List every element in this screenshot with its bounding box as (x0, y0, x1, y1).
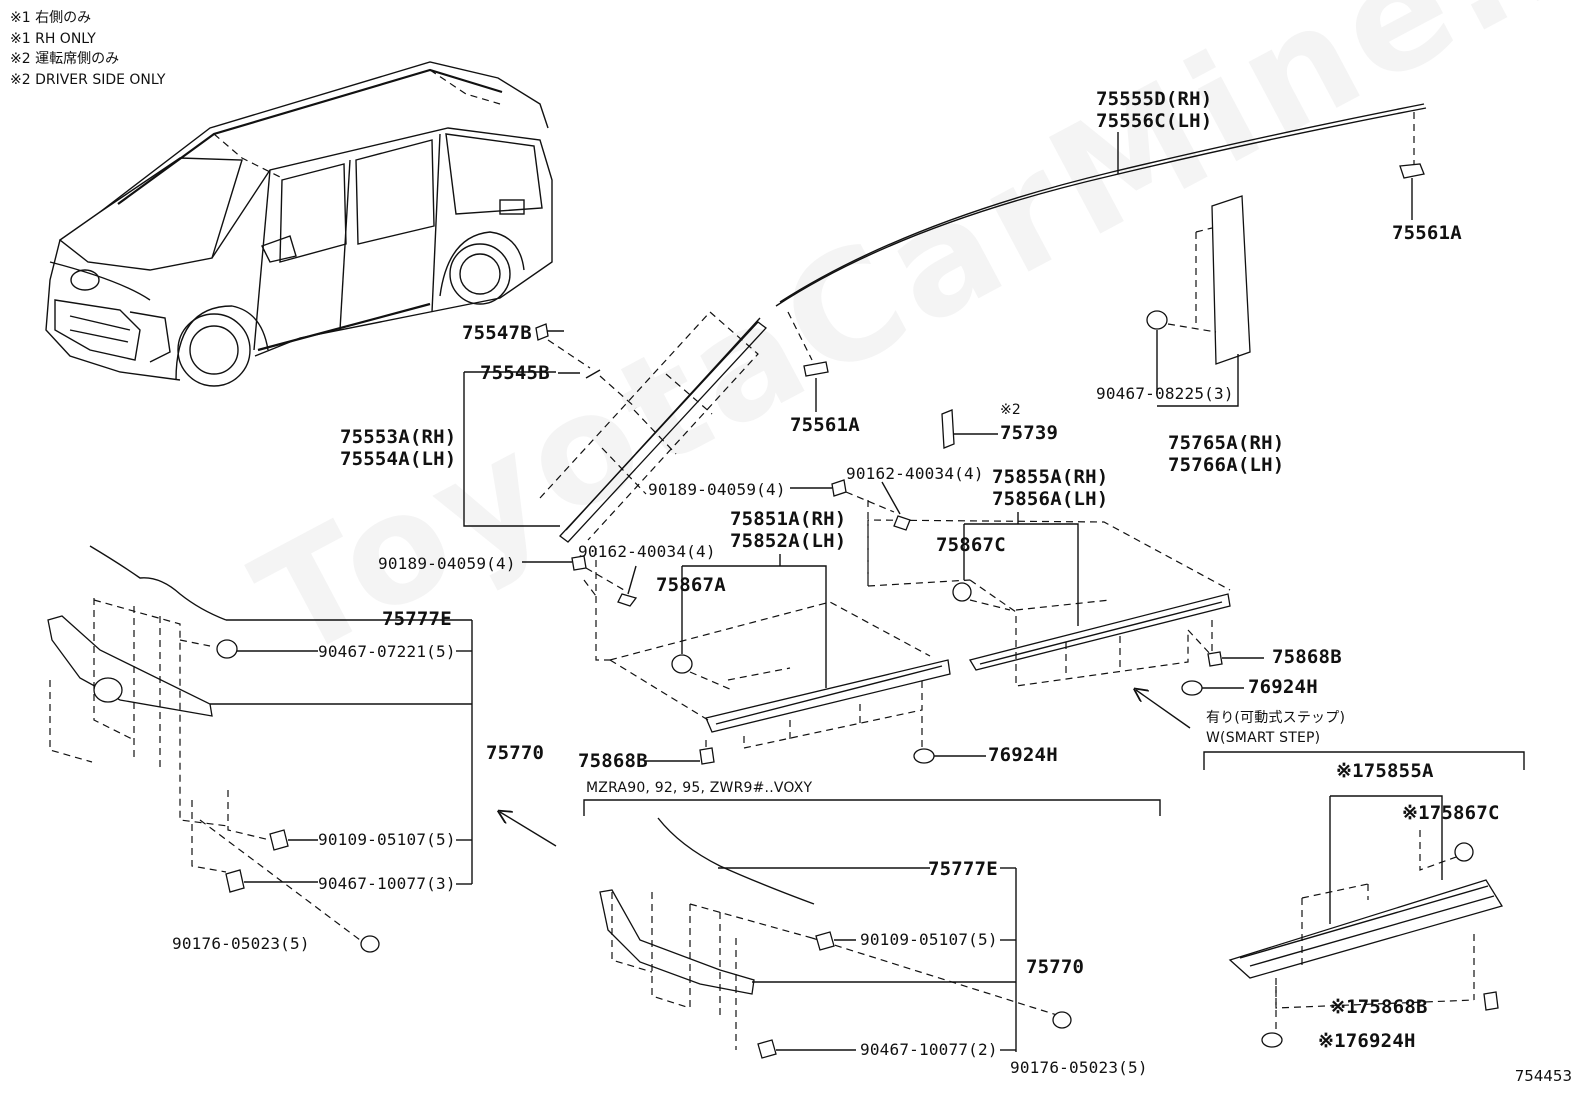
label-grille-10077[interactable]: 90467-10077(3) (318, 874, 456, 893)
windshield-moulding (463, 311, 767, 543)
label-75739[interactable]: 75739 (1000, 422, 1059, 444)
label-clip-76924h-left[interactable]: 76924H (988, 744, 1058, 766)
label-nut-04059-a[interactable]: 90189-04059(4) (648, 480, 786, 499)
label-voxy-75777e[interactable]: 75777E (928, 858, 998, 880)
label-windshield-moulding-rh[interactable]: 75553A(RH) (340, 426, 457, 448)
label-bolt-08225[interactable]: 90467-08225(3) (1096, 384, 1234, 403)
clips-screws-middle (522, 479, 911, 607)
label-smart-step-75855a[interactable]: ※175855A (1336, 760, 1434, 782)
label-voxy-75770[interactable]: 75770 (1026, 956, 1085, 978)
label-roof-moulding-rh[interactable]: 75555D(RH) (1096, 88, 1213, 110)
label-rocker-moulding-rh-left[interactable]: 75851A(RH) (730, 508, 847, 530)
label-rocker-moulding-lh-left[interactable]: 75852A(LH) (730, 530, 847, 552)
label-75545b[interactable]: 75545B (480, 362, 550, 384)
label-voxy-05023[interactable]: 90176-05023(5) (1010, 1058, 1148, 1077)
label-smart-step-76924h[interactable]: ※176924H (1318, 1030, 1416, 1052)
label-grille-75770[interactable]: 75770 (486, 742, 545, 764)
label-smart-step-en: W(SMART STEP) (1206, 730, 1321, 746)
voxy-variant-assembly (583, 799, 1161, 1059)
rocker-moulding-left (595, 548, 986, 765)
label-smart-step-75868b[interactable]: ※175868B (1330, 996, 1428, 1018)
label-clip-76924h-right[interactable]: 76924H (1248, 676, 1318, 698)
rocker-moulding-right (867, 512, 1264, 696)
label-nut-04059-b[interactable]: 90189-04059(4) (378, 554, 516, 573)
label-clip-75867a[interactable]: 75867A (656, 574, 726, 596)
label-smart-step-jp: 有り(可動式ステップ) (1206, 710, 1346, 726)
label-note2-mark: ※2 (1000, 402, 1022, 418)
label-75547b[interactable]: 75547B (462, 322, 532, 344)
label-grille-05023[interactable]: 90176-05023(5) (172, 934, 310, 953)
label-clip-75868b-left[interactable]: 75868B (578, 750, 648, 772)
label-clip-75561a-top[interactable]: 75561A (1392, 222, 1462, 244)
label-windshield-moulding-lh[interactable]: 75554A(LH) (340, 448, 457, 470)
note-rh-only-jp: ※1 右側のみ (10, 10, 92, 26)
illustration-reference-number: 754453 (1514, 1067, 1572, 1085)
label-voxy-variant: MZRA90, 92, 95, ZWR9#..VOXY (586, 780, 813, 796)
pillar-garnish (1146, 195, 1251, 407)
note-driver-side-jp: ※2 運転席側のみ (10, 51, 120, 67)
label-rocker-moulding-lh-right[interactable]: 75856A(LH) (992, 488, 1109, 510)
label-nut-40034-b[interactable]: 90162-40034(4) (578, 542, 716, 561)
part-75739-shape (941, 409, 998, 449)
label-pillar-garnish-lh[interactable]: 75766A(LH) (1168, 454, 1285, 476)
label-clip-75868b-right[interactable]: 75868B (1272, 646, 1342, 668)
roof-drip-moulding (775, 103, 1427, 412)
footnote-legend: ※1 右側のみ ※1 RH ONLY ※2 運転席側のみ ※2 DRIVER S… (10, 8, 165, 90)
label-smart-step-75867c[interactable]: ※175867C (1402, 802, 1500, 824)
label-clip-75561a-mid[interactable]: 75561A (790, 414, 860, 436)
note-driver-side-en: ※2 DRIVER SIDE ONLY (10, 71, 166, 88)
label-voxy-05107[interactable]: 90109-05107(5) (860, 930, 998, 949)
van-illustration (45, 61, 553, 387)
label-grille-05107[interactable]: 90109-05107(5) (318, 830, 456, 849)
smart-step-assembly (1136, 690, 1525, 1048)
label-roof-moulding-lh[interactable]: 75556C(LH) (1096, 110, 1213, 132)
note-rh-only-en: ※1 RH ONLY (10, 30, 96, 47)
label-clip-75867c[interactable]: 75867C (936, 534, 1006, 556)
label-grille-75777e[interactable]: 75777E (382, 608, 452, 630)
label-rocker-moulding-rh-right[interactable]: 75855A(RH) (992, 466, 1109, 488)
label-voxy-10077[interactable]: 90467-10077(2) (860, 1040, 998, 1059)
label-grille-07221[interactable]: 90467-07221(5) (318, 642, 456, 661)
label-nut-40034-a[interactable]: 90162-40034(4) (846, 464, 984, 483)
grille-assembly-left (47, 545, 557, 953)
label-pillar-garnish-rh[interactable]: 75765A(RH) (1168, 432, 1285, 454)
